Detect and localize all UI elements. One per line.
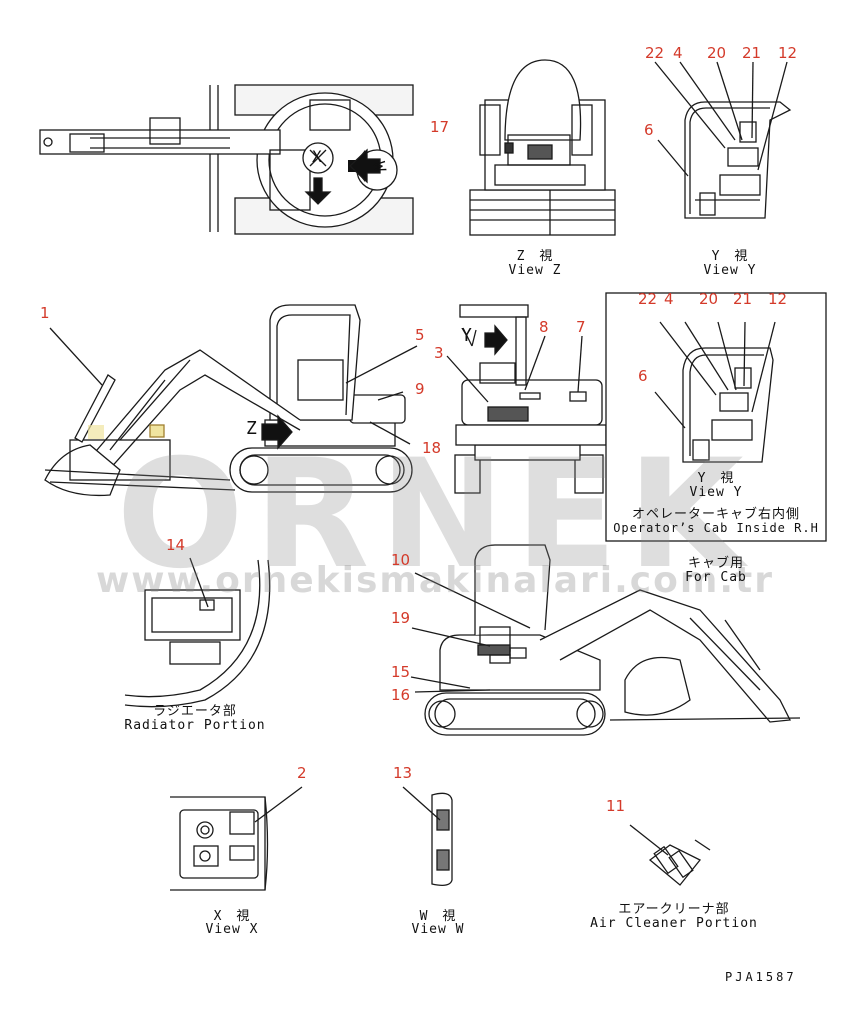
callout-y-top-12: 12 (778, 44, 798, 62)
radiator-caption-jp: ラジエータ部 (153, 704, 237, 719)
arrow-letter-y: Y (461, 325, 474, 346)
drawing-code: PJA1587 (725, 970, 797, 984)
callout-y-inside-4: 4 (664, 290, 674, 308)
callout-radiator-14: 14 (166, 536, 186, 554)
callout-side-5: 5 (415, 326, 425, 344)
callout-y-top-22: 22 (645, 44, 665, 62)
callout-side-9: 9 (415, 380, 425, 398)
radiator-caption-en: Radiator Portion (124, 718, 266, 733)
view-y-inside-note-jp: オペレーターキャブ右内側 (631, 507, 800, 522)
callout-y-top-20: 20 (707, 44, 727, 62)
watermark-brand: ORNEK (116, 428, 754, 602)
view-y-inside-drawing (605, 292, 827, 542)
cab-side-drawing (410, 544, 801, 736)
air-cleaner-drawing (629, 824, 711, 886)
view-z-caption-en: View Z (508, 263, 562, 278)
for-cab-caption-en: For Cab (685, 570, 747, 585)
view-y-top-drawing (654, 61, 792, 219)
callout-side-1: 1 (40, 304, 50, 322)
view-x-caption-en: View X (205, 922, 259, 937)
callout-y-inside-22: 22 (638, 290, 658, 308)
callout-y-top-6: 6 (644, 121, 654, 139)
callout-cab-19: 19 (391, 609, 411, 627)
view-y-inside-caption-en: View Y (689, 485, 743, 500)
callout-y-inside-12: 12 (768, 290, 788, 308)
view-y-inside-caption-jp: Y 視 (697, 471, 735, 486)
callout-z-17: 17 (430, 118, 450, 136)
top-plan-view (39, 84, 414, 235)
callout-rear-7: 7 (576, 318, 586, 336)
callout-y-top-4: 4 (673, 44, 683, 62)
view-x-drawing (170, 786, 303, 891)
callout-rear-3: 3 (434, 344, 444, 362)
callout-cab-15: 15 (391, 663, 411, 681)
air-cleaner-caption-en: Air Cleaner Portion (590, 916, 758, 931)
callout-y-inside-20: 20 (699, 290, 719, 308)
radiator-drawing (124, 557, 271, 708)
view-w-caption-jp: W 視 (419, 909, 457, 924)
callout-w-13: 13 (393, 764, 413, 782)
callout-cab-16: 16 (391, 686, 411, 704)
air-cleaner-caption-jp: エアークリーナ部 (618, 902, 730, 917)
view-z-caption-jp: Z 視 (516, 249, 554, 264)
callout-rear-8: 8 (539, 318, 549, 336)
watermark-url: www.ornekismakinalari.com.tr (95, 560, 775, 601)
side-view-drawing (44, 304, 418, 497)
view-w-caption-en: View W (411, 922, 465, 937)
view-x-caption-jp: X 視 (213, 909, 251, 924)
arrow-letter-x: X (312, 147, 324, 166)
view-y-inside-note-en: Operator’s Cab Inside R.H (613, 521, 819, 535)
rear-view-drawing (446, 304, 607, 494)
callout-cab-10: 10 (391, 551, 411, 569)
callout-side-18: 18 (422, 439, 442, 457)
callout-y-inside-21: 21 (733, 290, 753, 308)
callout-y-top-21: 21 (742, 44, 762, 62)
view-y-top-caption-en: View Y (703, 263, 757, 278)
callout-air-11: 11 (606, 797, 626, 815)
view-w-drawing (402, 786, 453, 886)
callout-y-inside-6: 6 (638, 367, 648, 385)
view-z-drawing (469, 59, 616, 236)
view-y-top-caption-jp: Y 視 (711, 249, 749, 264)
for-cab-caption-jp: キャブ用 (687, 556, 744, 571)
arrow-letter-z: Z (246, 418, 259, 439)
callout-x-2: 2 (297, 764, 307, 782)
